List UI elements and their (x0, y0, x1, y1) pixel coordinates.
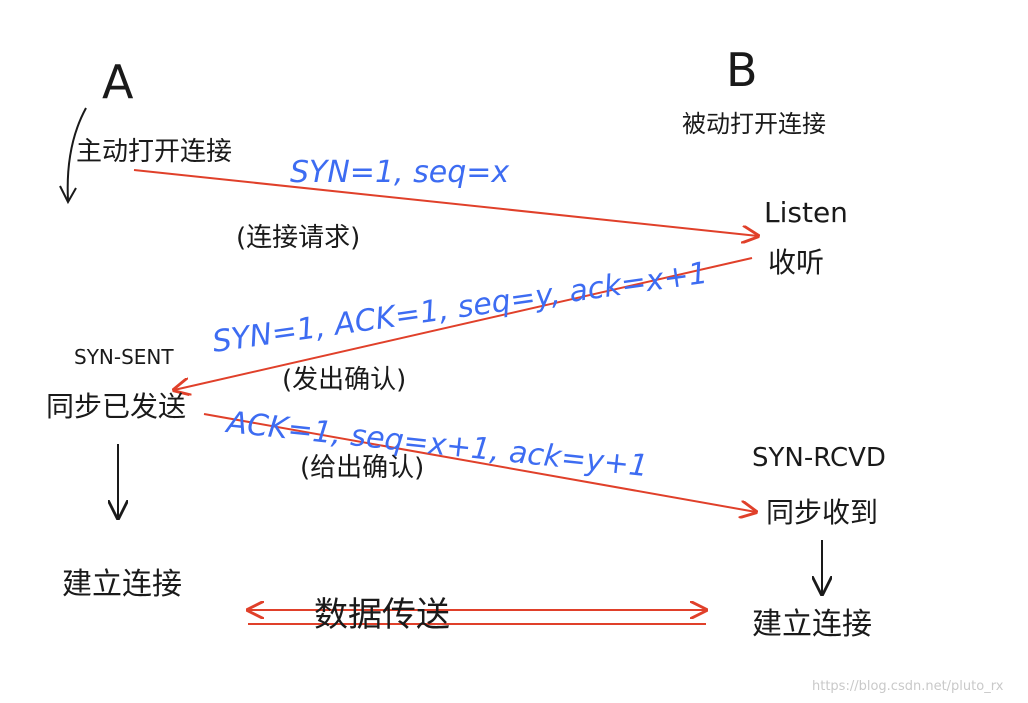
syn-rcvd-state-en: SYN-RCVD (752, 443, 886, 473)
syn-sent-state-cn: 同步已发送 (46, 390, 186, 423)
syn-sent-state-en: SYN-SENT (74, 345, 174, 369)
data-transfer-label: 数据传送 (314, 595, 450, 635)
party-b-label: B (726, 43, 758, 97)
ack-arrow (203, 413, 756, 512)
party-a-label: A (102, 55, 134, 109)
syn-rcvd-state-cn: 同步收到 (766, 496, 878, 529)
active-open-curve-arrowhead (59, 185, 77, 205)
syn-arrow (133, 169, 758, 236)
listen-state-en: Listen (764, 196, 848, 229)
msg3-note: (给出确认) (300, 453, 424, 483)
watermark: https://blog.csdn.net/pluto_rx (812, 679, 1004, 694)
listen-state-cn: 收听 (768, 246, 824, 279)
msg1-note: (连接请求) (236, 223, 360, 253)
a-established: 建立连接 (62, 567, 182, 602)
passive-open-label: 被动打开连接 (682, 110, 826, 138)
msg2-note: (发出确认) (282, 365, 406, 395)
active-open-curve-arrow (66, 107, 87, 201)
syn-ack-arrow (174, 257, 753, 390)
msg2-fields: SYN=1, ACK=1, seq=y, ack=x+1 (210, 256, 710, 360)
b-established: 建立连接 (752, 607, 872, 642)
msg3-fields: ACK=1, seq=x+1, ack=y+1 (223, 405, 649, 484)
msg1-fields: SYN=1, seq=x (290, 155, 509, 190)
active-open-label: 主动打开连接 (76, 137, 232, 167)
